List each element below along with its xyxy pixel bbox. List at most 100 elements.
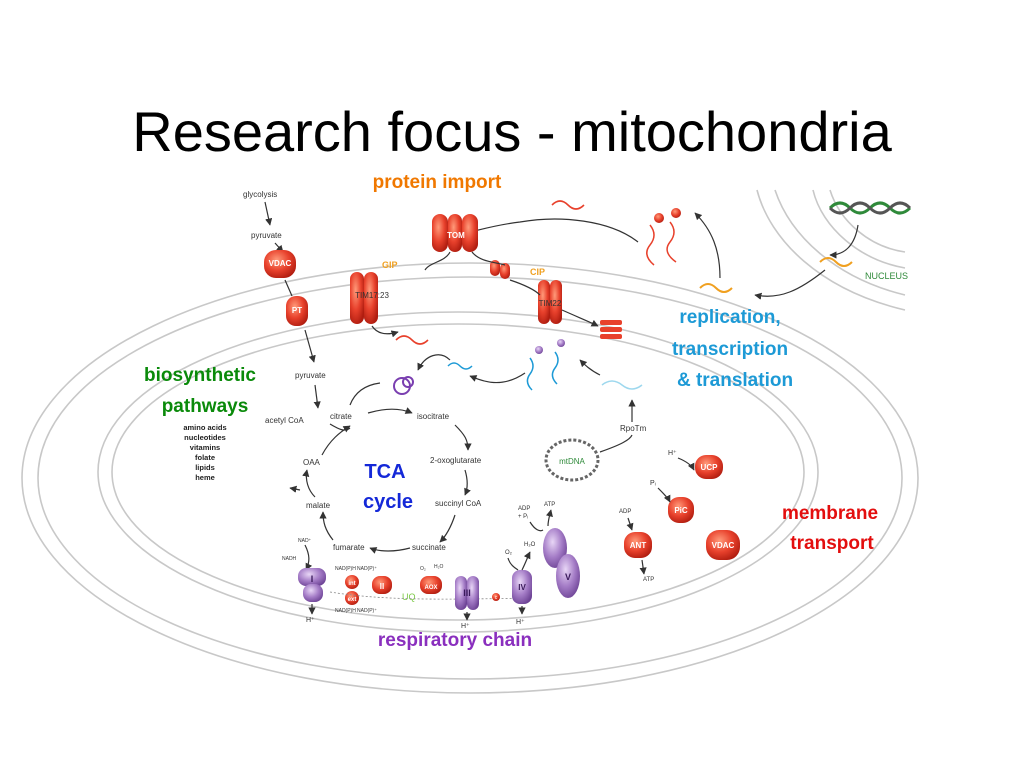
isocitrate-label: isocitrate: [417, 412, 450, 421]
complex-iii: III: [455, 576, 479, 610]
complex-v-label: V: [565, 572, 571, 582]
label-biosynthetic: biosynthetic: [144, 365, 256, 386]
succinate-label: succinate: [412, 543, 446, 552]
complex-i-label: I: [311, 574, 314, 584]
label-protein-import: protein import: [373, 172, 502, 193]
mrna-icon: [699, 283, 733, 293]
mtdna-label: mtDNA: [559, 457, 585, 466]
int-label: int: [348, 581, 355, 587]
precursor-protein-icon: [551, 200, 585, 210]
nad-label: NAD⁺: [298, 538, 312, 544]
o2-aox-label: O₂: [420, 566, 426, 572]
pt-label: PT: [292, 306, 302, 315]
nuclear-envelope: [756, 189, 906, 311]
oaa-label: OAA: [303, 458, 321, 467]
h-plus-label: H⁺: [306, 617, 315, 624]
pyruvate-matrix-label: pyruvate: [295, 371, 326, 380]
ant-label: ANT: [630, 541, 647, 550]
nucleus-label: NUCLEUS: [865, 271, 908, 281]
complex-ii: II: [372, 576, 392, 594]
adp-label: ADP: [518, 506, 530, 512]
pi-transport-label: Pᵢ: [650, 480, 656, 487]
mito-mrna-icon: [601, 380, 643, 390]
tca-label: TCA: [364, 461, 405, 483]
nadh-label: NADH: [282, 556, 297, 562]
cip-complex: [490, 260, 510, 279]
fumarate-label: fumarate: [333, 543, 365, 552]
list-item: vitamins: [190, 443, 220, 452]
o2-label: O₂: [505, 550, 513, 556]
acetyl-coa-label: acetyl CoA: [265, 416, 304, 425]
aox: AOX: [420, 576, 442, 594]
tim1723-label: TIM17:23: [355, 291, 389, 300]
ext-label: ext: [348, 597, 357, 603]
rpotm-label: RpoTm: [620, 424, 647, 433]
h-plus-label: H⁺: [516, 619, 525, 626]
oxoglutarate-label: 2-oxoglutarate: [430, 456, 482, 465]
tim22-label: TIM22: [539, 299, 562, 308]
ndh-internal: int: [345, 575, 359, 589]
atp-label: ATP: [544, 502, 555, 508]
pic-label: PiC: [674, 506, 688, 515]
vdac-right-label: VDAC: [712, 541, 735, 550]
ribosome-icon: [646, 208, 681, 266]
tom-label: TOM: [447, 231, 465, 240]
pyruvate-cytosol-label: pyruvate: [251, 231, 282, 240]
complex-iii-label: III: [463, 588, 471, 598]
pi-label: + Pᵢ: [518, 514, 528, 520]
nadp-label: NAD(P)⁺: [357, 608, 377, 614]
h2o-aox-label: H₂O: [434, 564, 444, 570]
h2o-label: H₂O: [524, 542, 536, 548]
biosynthetic-list: amino acids nucleotides vitamins folate …: [183, 423, 226, 482]
h-plus-label: H⁺: [461, 623, 470, 630]
complex-iv-label: IV: [518, 583, 526, 592]
pic-complex: PiC: [668, 497, 694, 523]
pt-complex: PT: [286, 296, 308, 326]
folded-protein-icon: [393, 376, 414, 395]
complex-ii-label: II: [380, 582, 384, 591]
succinyl-coa-label: succinyl CoA: [435, 499, 482, 508]
outer-membrane: [21, 262, 919, 694]
tom-complex: TOM: [432, 214, 478, 252]
list-item: folate: [195, 453, 215, 462]
list-item: nucleotides: [184, 433, 226, 442]
label-translation: & translation: [677, 370, 793, 391]
mito-ribosome-icon: [526, 339, 565, 391]
list-item: lipids: [195, 463, 215, 472]
label-transport: transport: [790, 533, 874, 554]
list-item: heme: [195, 473, 215, 482]
vdac-left-label: VDAC: [269, 259, 292, 268]
slide-title: Research focus - mitochondria: [132, 100, 892, 163]
tim22-complex: TIM22: [538, 280, 562, 324]
tim1723-complex: TIM17:23: [350, 272, 389, 324]
complex-i: I: [298, 568, 326, 602]
mito-protein-icon: [447, 362, 473, 370]
mrna-icon: [819, 257, 853, 267]
label-transcription: transcription: [672, 339, 788, 360]
label-respiratory-chain: respiratory chain: [378, 630, 532, 651]
adp-ant-label: ADP: [619, 509, 631, 515]
nuclear-dna-icon: [828, 201, 912, 215]
vdac-right-complex: VDAC: [706, 530, 740, 560]
label-pathways: pathways: [162, 396, 249, 417]
nadph-label: NAD(P)H: [335, 566, 356, 572]
label-replication: replication,: [679, 307, 780, 328]
c-label: c: [495, 595, 498, 601]
carrier-protein-icon: [600, 320, 622, 339]
nadph-label: NAD(P)H: [335, 608, 356, 614]
gip-label: GIP: [382, 260, 398, 270]
glycolysis-label: glycolysis: [243, 190, 277, 199]
uq-label: UQ: [402, 592, 416, 602]
inner-membrane: [97, 311, 819, 633]
cytochrome-c: c: [492, 593, 500, 601]
h-plus-ucp-label: H⁺: [668, 450, 677, 457]
mtdna-icon: mtDNA: [544, 438, 600, 482]
aox-label: AOX: [424, 585, 437, 591]
nadp-label: NAD(P)⁺: [357, 566, 377, 572]
ndh-external: ext: [345, 591, 359, 605]
ucp-complex: UCP: [695, 455, 723, 479]
imported-protein-icon: [395, 335, 429, 345]
vdac-left-complex: VDAC: [264, 250, 296, 278]
complex-v: V: [543, 528, 580, 598]
